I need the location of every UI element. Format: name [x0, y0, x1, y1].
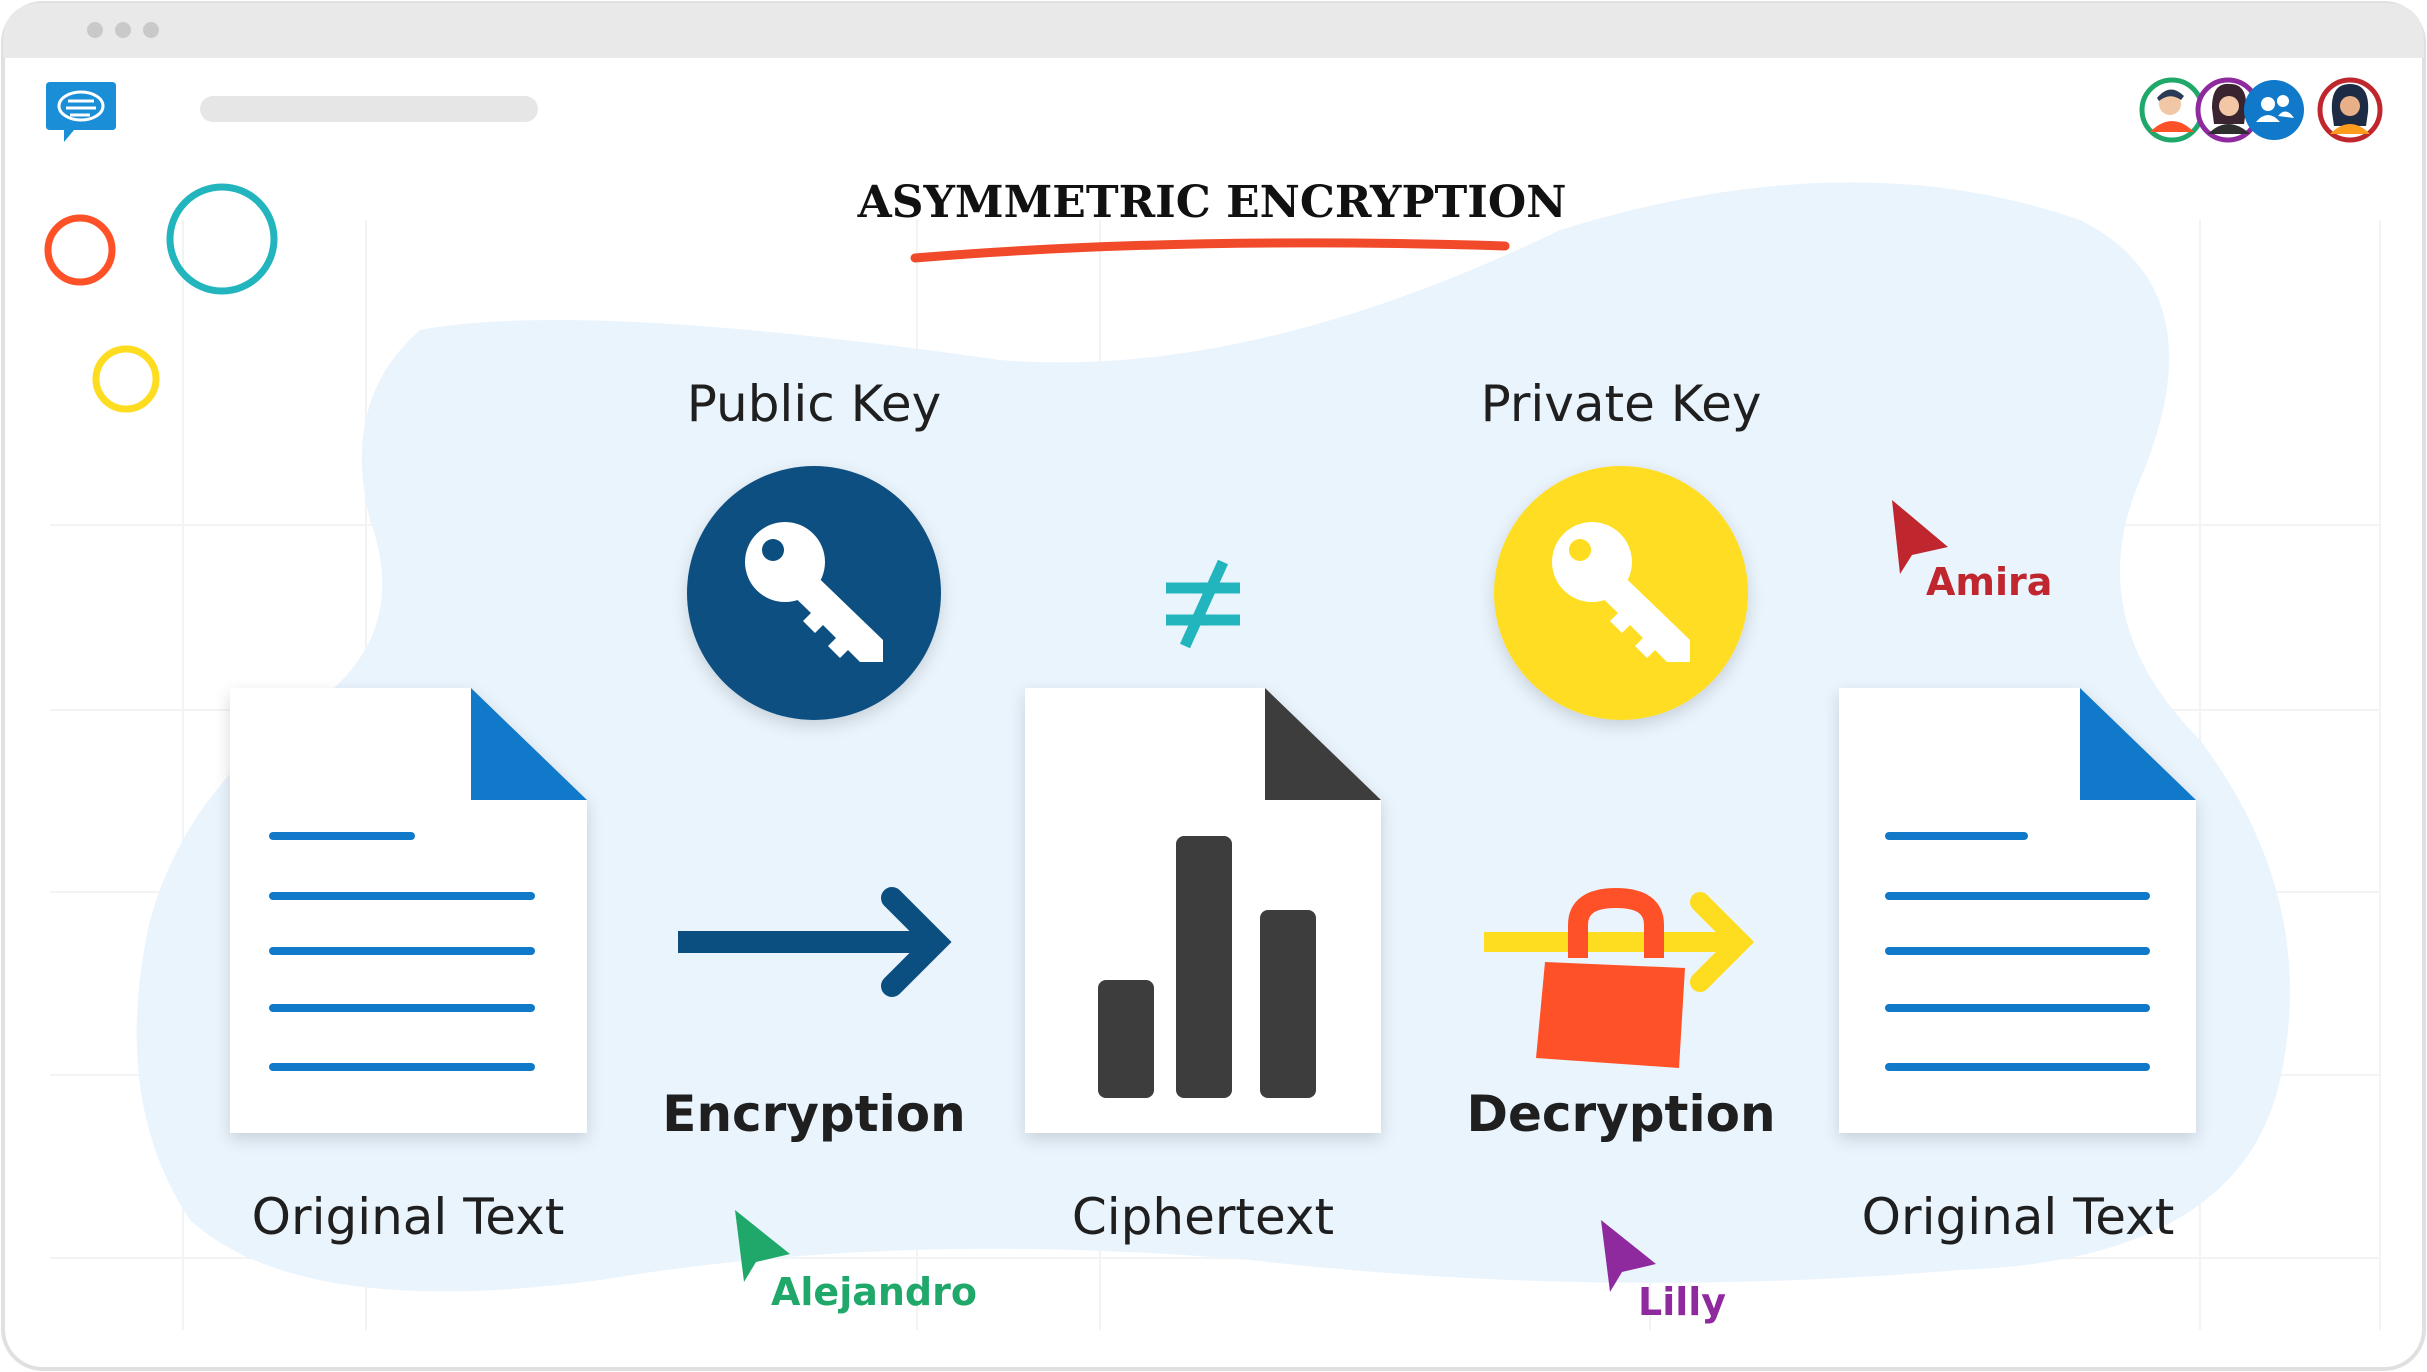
avatar[interactable] [2139, 77, 2205, 143]
decryption-label: Decryption [1466, 1085, 1776, 1143]
avatar[interactable] [2195, 77, 2261, 143]
decor-circle-teal [166, 183, 278, 295]
private-key-label: Private Key [1480, 375, 1762, 433]
document-original-right [1839, 688, 2196, 1133]
lock-icon [1536, 887, 1685, 1068]
document-original-left [230, 688, 587, 1133]
chat-bubble-icon[interactable] [46, 82, 116, 142]
private-key-icon [1494, 466, 1748, 720]
diagram-title: ASYMMETRIC ENCRYPTION [857, 177, 1567, 228]
cursor-lilly-icon [1601, 1220, 1656, 1292]
cursor-label-lilly: Lilly [1638, 1280, 1727, 1324]
decor-circle-red [44, 214, 116, 286]
original-text-left-label: Original Text [251, 1188, 565, 1246]
ciphertext-label: Ciphertext [1071, 1188, 1335, 1246]
public-key-icon [687, 466, 941, 720]
document-ciphertext [1025, 688, 1381, 1133]
encryption-label: Encryption [662, 1085, 966, 1143]
avatar-group[interactable] [2139, 77, 2383, 143]
group-users-icon[interactable] [2244, 80, 2304, 140]
cursor-alejandro-icon [735, 1210, 790, 1282]
not-equal-icon [1166, 559, 1240, 649]
original-text-right-label: Original Text [1861, 1188, 2175, 1246]
public-key-label: Public Key [686, 375, 942, 433]
decryption-arrow-icon [1484, 892, 1755, 992]
cursor-label-amira: Amira [1926, 560, 2053, 604]
avatar[interactable] [2317, 77, 2383, 143]
title-underline [910, 238, 1510, 263]
cursor-label-alejandro: Alejandro [771, 1270, 977, 1314]
cursor-amira-icon [1892, 500, 1948, 574]
decor-circle-yellow [92, 345, 160, 413]
address-bar[interactable] [200, 96, 538, 122]
arrow-right-icon [678, 887, 952, 997]
window-dots [87, 22, 159, 38]
